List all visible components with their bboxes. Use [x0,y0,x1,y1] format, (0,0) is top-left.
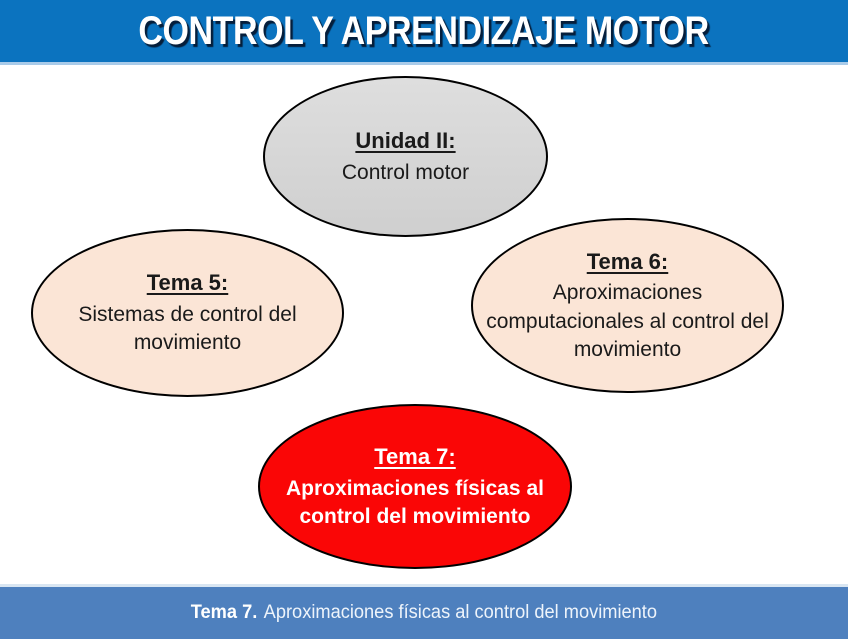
node-tema-5-line: Sistemas de control del [78,303,297,326]
node-unidad-ii-line: Control motor [341,160,470,184]
node-tema-5: Tema 5: Sistemas de control del movimien… [31,229,344,397]
node-tema-5-heading: Tema 5: [146,270,229,296]
node-tema-7-line: Aproximaciones físicas al [286,476,544,500]
node-tema-6-line: computacionales al control del [486,309,769,333]
footer-caption-prefix: Tema 7. [190,602,258,623]
node-tema-6-line: Aproximaciones [552,281,703,305]
node-unidad-ii: Unidad II: Control motor [263,76,548,237]
header-banner: CONTROL Y APRENDIZAJE MOTOR [0,0,848,65]
slide-title: CONTROL Y APRENDIZAJE MOTOR [138,8,710,53]
footer-caption-text: Aproximaciones físicas al control del mo… [263,602,658,623]
footer-bar: Tema 7.Aproximaciones físicas al control… [0,584,848,639]
footer-caption: Tema 7.Aproximaciones físicas al control… [191,602,657,624]
node-tema-7: Tema 7: Aproximaciones físicas al contro… [258,404,572,569]
node-tema-7-heading: Tema 7: [374,443,456,469]
node-tema-6: Tema 6: Aproximaciones computacionales a… [471,218,784,393]
node-tema-7-line: control del movimiento [299,504,531,528]
node-tema-6-line: movimiento [573,338,682,362]
node-tema-5-line: movimiento [133,331,242,355]
node-tema-6-heading: Tema 6: [586,248,669,274]
node-unidad-ii-heading: Unidad II: [355,127,456,153]
